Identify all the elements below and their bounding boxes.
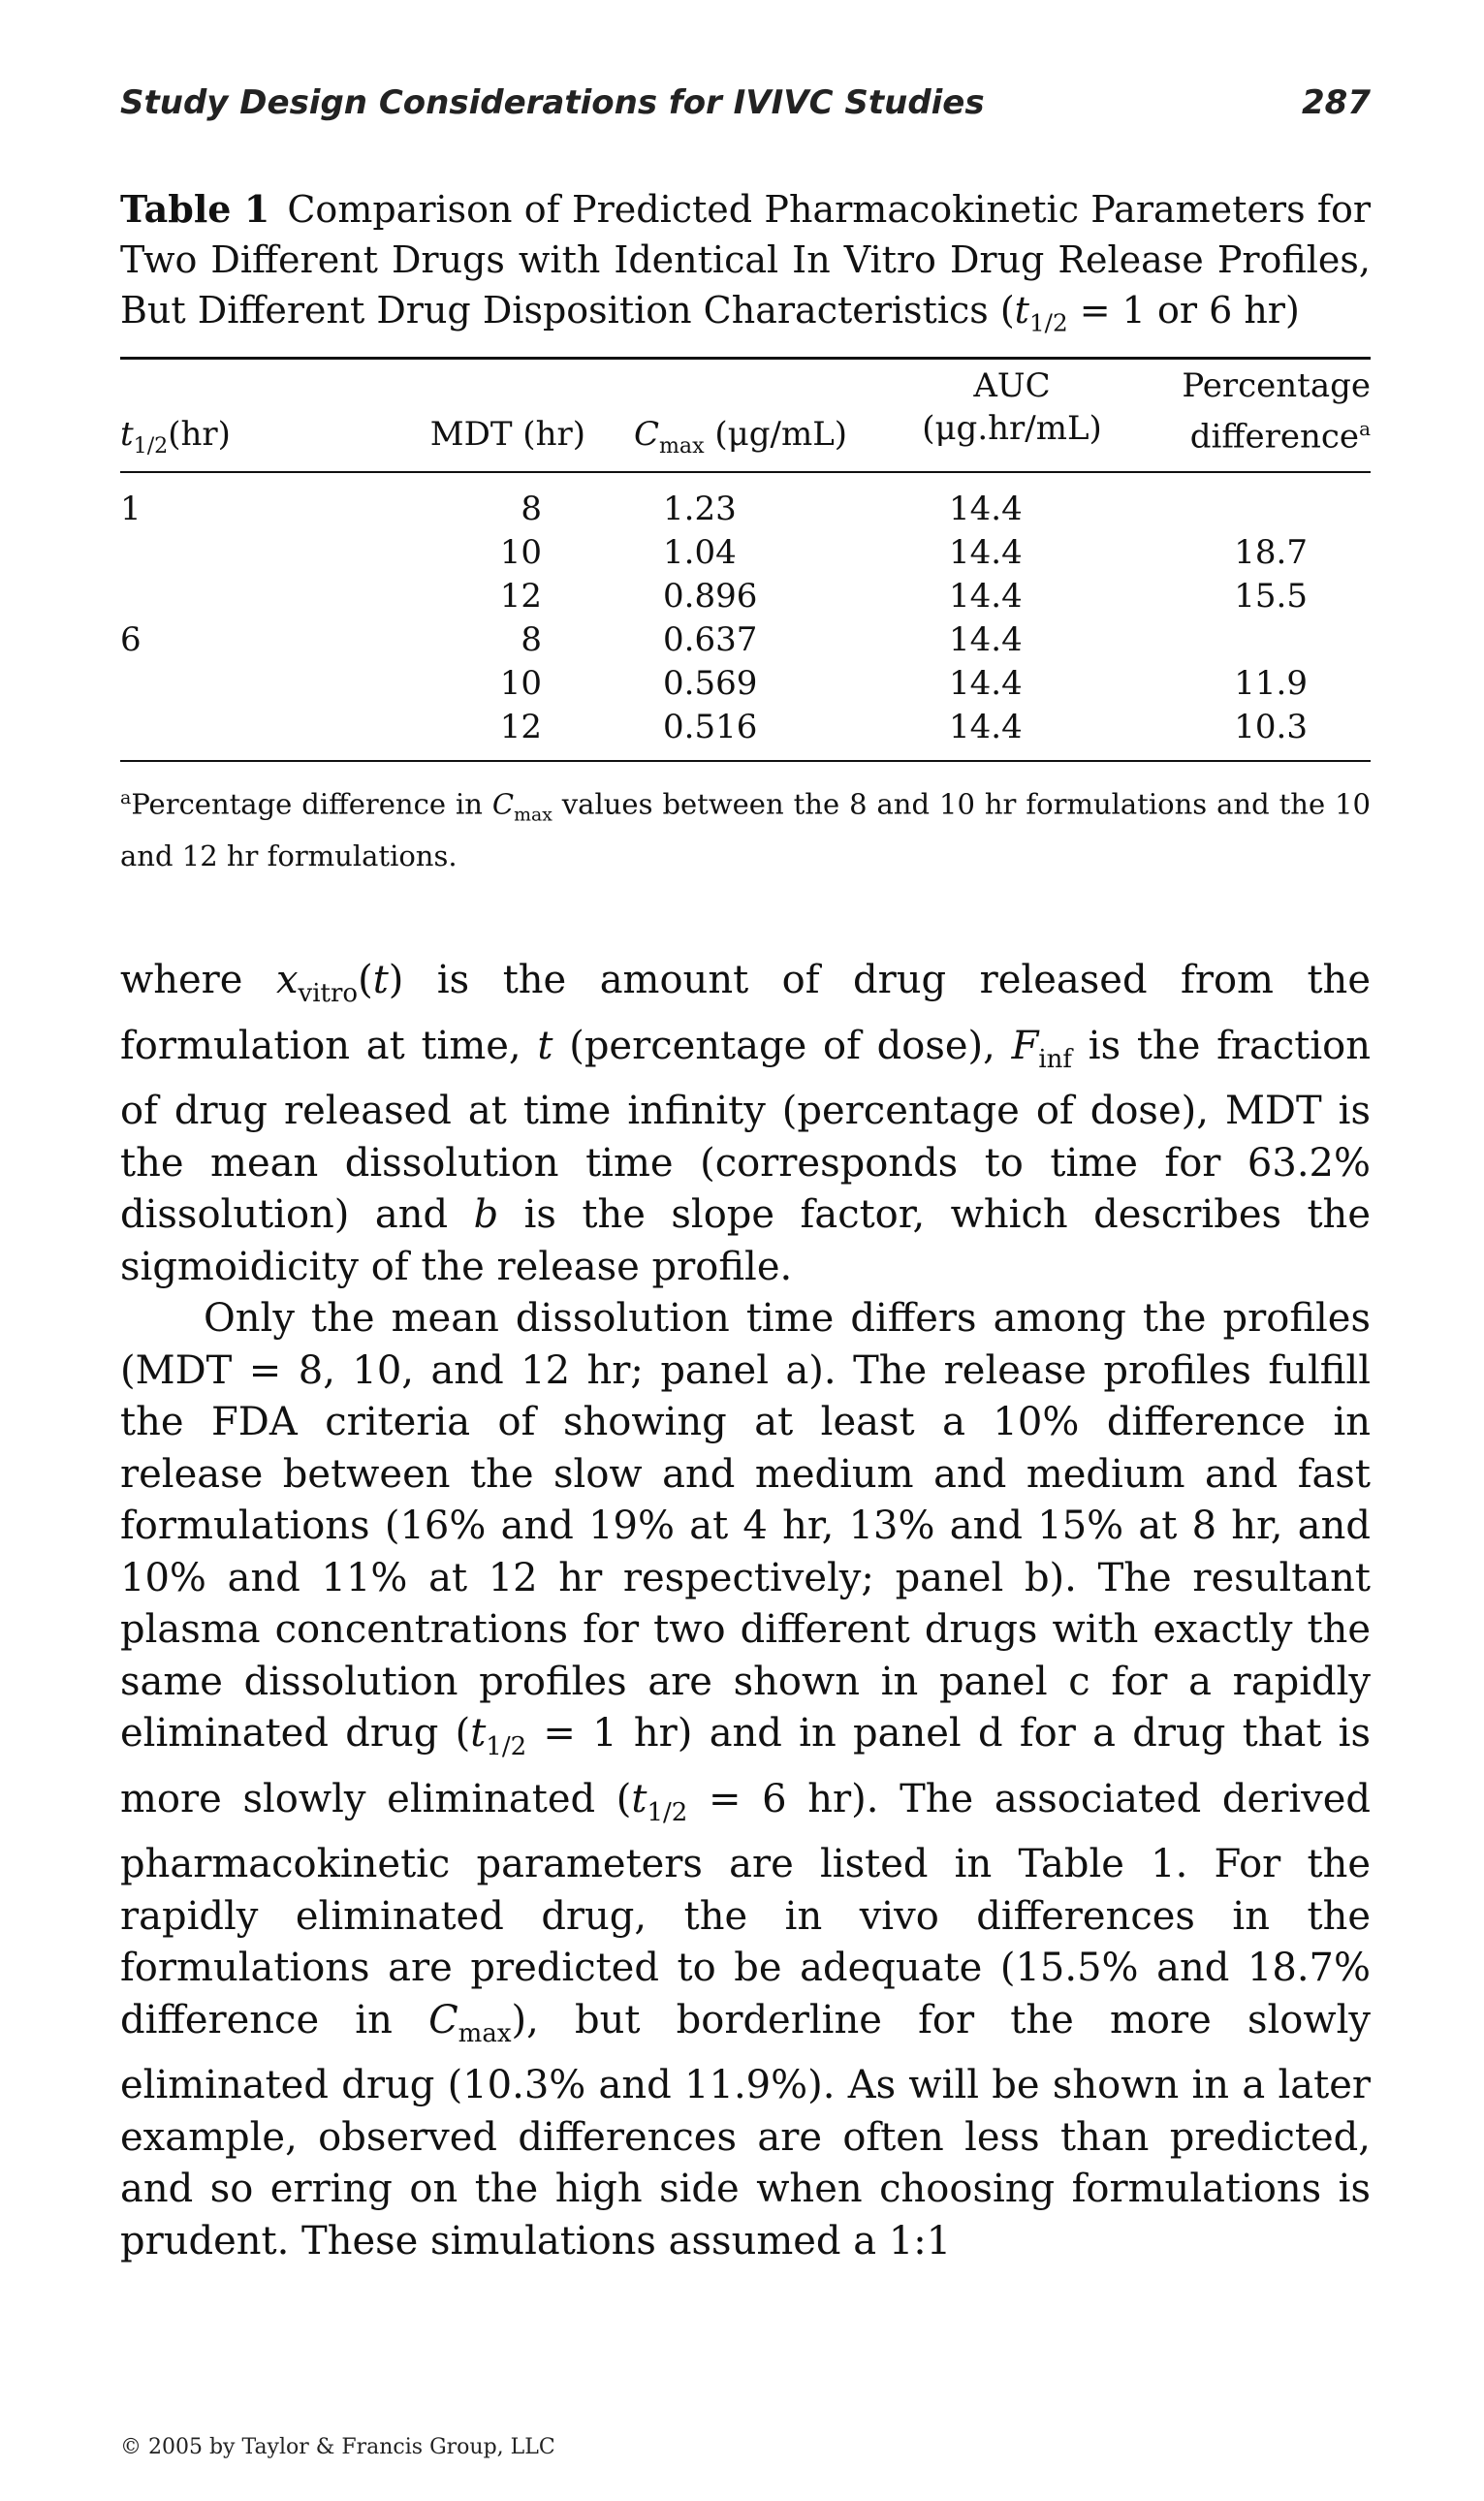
cell-cmax: 1.23: [663, 490, 737, 528]
cell-auc: 14.4: [949, 577, 1023, 616]
table-row: 10 0.569 14.4 11.9: [120, 662, 1371, 706]
cell-cmax: 0.516: [663, 708, 758, 746]
table-row: 10 1.04 14.4 18.7: [120, 531, 1371, 575]
page: Study Design Considerations for IVIVC St…: [120, 0, 1371, 2501]
cell-mdt: 8: [521, 490, 542, 528]
cell-auc: 14.4: [949, 490, 1023, 528]
table-bottom-rule: [120, 760, 1371, 762]
running-head-title: Study Design Considerations for IVIVC St…: [120, 83, 985, 122]
cell-cmax: 0.569: [663, 664, 758, 703]
table-footnote: aPercentage difference in Cmax values be…: [120, 787, 1371, 873]
cell-percentage-difference: 15.5: [1234, 577, 1308, 616]
cell-mdt: 12: [499, 577, 542, 616]
cell-t-half: 6: [120, 620, 142, 659]
cell-mdt: 10: [499, 664, 542, 703]
cell-auc: 14.4: [949, 664, 1023, 703]
col-header-percentage-difference: Percentage differencea: [1182, 366, 1371, 457]
cell-auc: 14.4: [949, 708, 1023, 746]
cell-percentage-difference: 11.9: [1234, 664, 1308, 703]
cell-auc: 14.4: [949, 620, 1023, 659]
cell-mdt: 8: [521, 620, 542, 659]
col-header-auc: AUC (μg.hr/mL): [922, 366, 1102, 448]
table-row: 12 0.516 14.4 10.3: [120, 706, 1371, 749]
copyright-notice: © 2005 by Taylor & Francis Group, LLC: [120, 2435, 555, 2459]
table-header: t1/2(hr) MDT (hr) Cmax (μg/mL) AUC (μg.h…: [120, 359, 1371, 475]
cell-mdt: 10: [499, 533, 542, 572]
col-header-cmax: Cmax (μg/mL): [633, 415, 848, 459]
cell-percentage-difference: 10.3: [1234, 708, 1308, 746]
table-row: 12 0.896 14.4 15.5: [120, 575, 1371, 618]
cell-cmax: 0.637: [663, 620, 758, 659]
table-header-rule: [120, 471, 1371, 473]
cell-cmax: 0.896: [663, 577, 758, 616]
paragraph: where xvitro(t) is the amount of drug re…: [120, 958, 1371, 1289]
table-row: 6 8 0.637 14.4: [120, 618, 1371, 662]
running-head: Study Design Considerations for IVIVC St…: [120, 83, 1371, 132]
cell-t-half: 1: [120, 490, 142, 528]
page-number: 287: [1302, 83, 1371, 122]
cell-mdt: 12: [499, 708, 542, 746]
table-caption-tail: = 1 or 6 hr): [1067, 289, 1300, 332]
cell-auc: 14.4: [949, 533, 1023, 572]
table-top-rule: [120, 357, 1371, 360]
table-row: 1 8 1.23 14.4: [120, 488, 1371, 531]
paragraph: Only the mean dissolution time differs a…: [120, 1296, 1371, 2264]
cell-cmax: 1.04: [663, 533, 737, 572]
col-header-t-half: t1/2(hr): [120, 415, 231, 459]
col-header-mdt: MDT (hr): [429, 415, 585, 454]
table-caption-text: Comparison of Predicted Pharmacokinetic …: [120, 188, 1371, 332]
table-label: Table 1: [120, 187, 270, 231]
cell-percentage-difference: 18.7: [1234, 533, 1308, 572]
body-text: where xvitro(t) is the amount of drug re…: [120, 955, 1371, 2267]
